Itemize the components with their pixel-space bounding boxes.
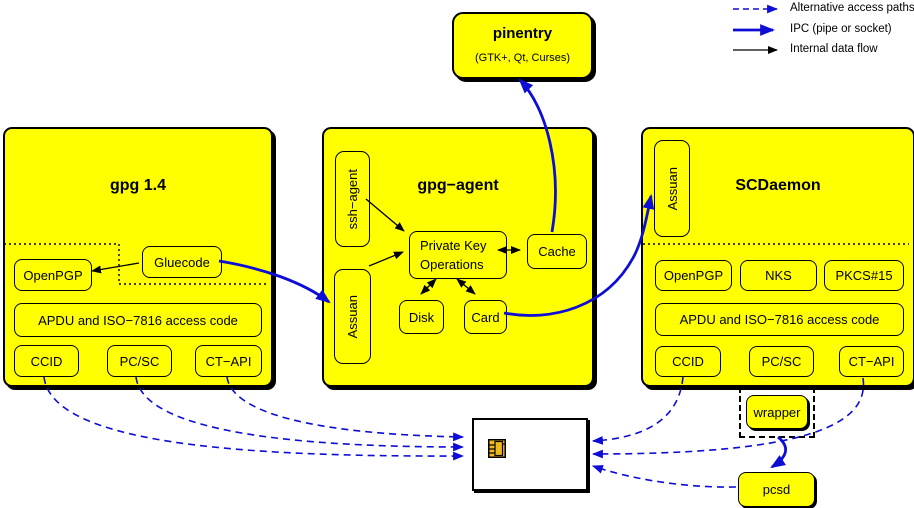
scdaemon-pcsc-box: PC/SC <box>749 346 814 377</box>
pinentry-subtitle: (GTK+, Qt, Curses) <box>474 52 571 64</box>
gpg-agent-assuan-label: Assuan <box>345 294 360 339</box>
gpg14-box: gpg 1.4 OpenPGP Gluecode APDU and ISO−78… <box>3 127 273 387</box>
scdaemon-apdu-box: APDU and ISO−7816 access code <box>655 303 904 336</box>
alt-scdaemon-ctapi-to-card <box>591 377 865 459</box>
scdaemon-ctapi-box: CT−API <box>839 346 904 377</box>
gpg-agent-title: gpg−agent <box>417 177 499 194</box>
cache-box: Cache <box>527 234 587 269</box>
alt-gpg14-pcsc-to-card <box>135 376 465 452</box>
wrapper-dashed-zone: wrapper <box>739 387 815 438</box>
scdaemon-assuan-label: Assuan <box>664 166 680 211</box>
scdaemon-pkcs15-box: PKCS#15 <box>824 260 904 291</box>
gpg14-title: gpg 1.4 <box>109 177 166 194</box>
pcsd-box: pcsd <box>738 472 815 507</box>
gpg14-openpgp-box: OpenPGP <box>14 259 92 291</box>
gpg14-gluecode-box: Gluecode <box>142 246 222 278</box>
gpg-agent-ssh-agent-box: ssh−agent <box>335 151 370 247</box>
private-key-operations-box: Private Key Operations <box>409 231 507 279</box>
pinentry-title: pinentry <box>492 25 553 42</box>
pinentry-box: pinentry (GTK+, Qt, Curses) <box>452 12 593 79</box>
legend-label-internal-flow: Internal data flow <box>790 43 878 55</box>
alt-gpg14-ccid-to-card <box>43 376 465 461</box>
gpg14-pcsc-box: PC/SC <box>107 345 172 377</box>
legend-label-alternative-paths: Alternative access paths <box>790 2 914 14</box>
legend-label-ipc: IPC (pipe or socket) <box>790 23 892 35</box>
wrapper-box: wrapper <box>746 395 808 429</box>
ipc-wrapper-to-pcsd <box>770 435 787 469</box>
alt-pcsd-to-card <box>591 465 737 488</box>
card-box: Card <box>464 300 507 334</box>
gpg14-ctapi-box: CT−API <box>195 345 262 377</box>
smartcard <box>472 418 588 491</box>
smartcard-chip-icon <box>488 439 506 458</box>
gpg-agent-assuan-box: Assuan <box>334 269 371 364</box>
scdaemon-openpgp-box: OpenPGP <box>655 260 732 291</box>
gpg-agent-box: gpg−agent ssh−agent Assuan Private Key O… <box>322 127 594 387</box>
pko-line1: Private Key <box>420 238 487 253</box>
disk-box: Disk <box>399 300 444 334</box>
scdaemon-title: SCDaemon <box>735 177 821 194</box>
gpg14-apdu-box: APDU and ISO−7816 access code <box>14 303 262 337</box>
scdaemon-box: SCDaemon Assuan OpenPGP NKS PKCS#15 APDU… <box>641 127 914 387</box>
scdaemon-assuan-box: Assuan <box>654 140 690 237</box>
scdaemon-ccid-box: CCID <box>655 346 721 377</box>
pko-line2: Operations <box>420 257 484 272</box>
scdaemon-nks-box: NKS <box>740 260 817 291</box>
gpg14-ccid-box: CCID <box>14 345 79 377</box>
ssh-agent-label: ssh−agent <box>345 168 360 230</box>
